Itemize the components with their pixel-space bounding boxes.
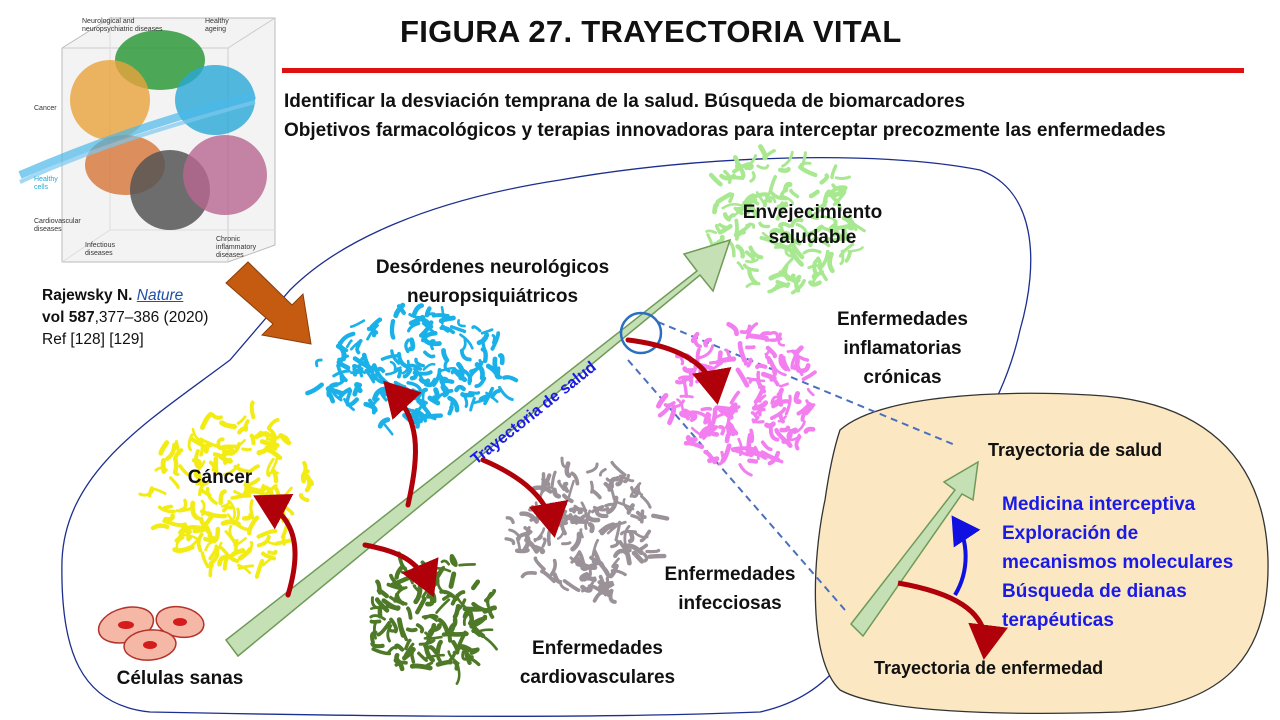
inset-health-arrow — [850, 460, 979, 638]
zoom-inset — [814, 392, 1269, 715]
label-inflammatory-2: inflamatorias — [843, 338, 962, 359]
reference-author: Rajewsky N. — [42, 287, 133, 304]
subtitle-line-2: Objetivos farmacológicos y terapias inno… — [284, 120, 1166, 141]
inset-label-cancer: Cancer — [34, 105, 57, 112]
title-underline — [282, 68, 1244, 73]
reference-pages: ,377–386 (2020) — [94, 309, 209, 326]
arrow-to-inflammatory — [625, 337, 732, 405]
page-title: FIGURA 27. TRAYECTORIA VITAL — [400, 14, 902, 49]
inset-label-infectious: Infectious diseases — [85, 242, 115, 257]
label-healthy-cells: Células sanas — [116, 668, 244, 689]
inset-label-chronic: Chronic inflammatory diseases — [216, 236, 257, 259]
neuro-cluster — [305, 302, 519, 436]
reference-citation: Rajewsky N. Nature — [42, 287, 183, 305]
label-infectious-1: Enfermedades — [664, 564, 796, 585]
zoom-focus-circle — [619, 311, 663, 355]
reference-vol-label: vol — [42, 309, 65, 326]
subtitle-line-1: Identificar la desviación temprana de la… — [284, 91, 966, 112]
interception-item: Exploración de — [1002, 523, 1139, 544]
reference-journal-link[interactable]: Nature — [136, 287, 184, 304]
arrow-to-neuro — [383, 380, 422, 508]
label-inflammatory-1: Enfermedades — [837, 309, 968, 330]
inset-label-ageing: Healthy ageing — [205, 18, 229, 33]
reference-volume: vol 587,377–386 (2020) — [42, 309, 208, 327]
label-neuro-2: neuropsiquiátricos — [406, 286, 579, 307]
inset-cube-figure — [18, 17, 276, 263]
interception-list: Medicina interceptiva Exploración de mec… — [1002, 490, 1233, 635]
label-cancer: Cáncer — [187, 467, 253, 488]
label-healthy-ageing: Envejecimiento saludable — [742, 202, 883, 248]
inset-label-cardio: Cardiovascular diseases — [34, 218, 81, 233]
arrow-to-infectious — [480, 457, 569, 538]
inset-label-neuro: Neurological and neuropsychiatric diseas… — [82, 18, 163, 33]
healthy-cells-icon — [97, 605, 205, 661]
intercept-arrow — [951, 515, 981, 597]
inset-label-healthy: Healthy cells — [34, 176, 58, 191]
interception-item: Búsqueda de dianas — [1002, 581, 1187, 602]
arrow-to-cardio — [362, 542, 439, 598]
zoom-disease-label: Trayectoria de enfermedad — [874, 658, 1104, 678]
ageing-cluster — [705, 144, 866, 295]
interception-item: Medicina interceptiva — [1002, 494, 1196, 515]
reference-vol-number: 587 — [68, 309, 95, 326]
interception-item: terapéuticas — [1002, 610, 1114, 631]
disease-deviation-arrow — [897, 580, 1008, 660]
label-inflammatory-3: crónicas — [863, 367, 942, 388]
label-neuro-1: Desórdenes neurológicos — [375, 257, 610, 278]
label-cardio-1: Enfermedades — [532, 638, 663, 659]
inflammatory-cluster — [656, 321, 817, 477]
reference-refs: Ref [128] [129] — [42, 331, 144, 348]
infectious-cluster — [504, 456, 670, 604]
arrow-to-cancer — [253, 493, 298, 598]
label-cardio-2: cardiovasculares — [519, 667, 676, 688]
reference-pointer-arrow — [225, 261, 312, 345]
cardio-cluster — [369, 551, 498, 685]
label-infectious-2: infecciosas — [678, 593, 782, 614]
interception-item: mecanismos moleculares — [1002, 552, 1234, 573]
health-trajectory-arrow — [224, 238, 732, 658]
zoom-health-label: Trayectoria de salud — [988, 440, 1163, 460]
